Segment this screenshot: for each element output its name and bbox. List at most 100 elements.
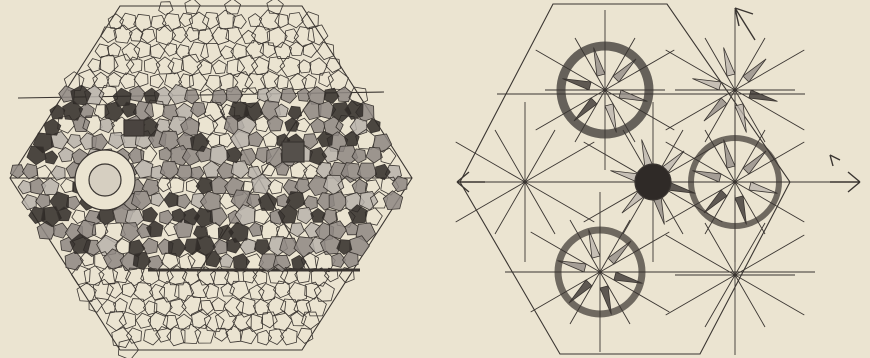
left-tile	[281, 88, 296, 103]
left-tile	[122, 283, 136, 298]
left-tile	[120, 13, 136, 30]
right-ray	[456, 142, 525, 182]
left-tile	[376, 164, 391, 179]
left-tile	[319, 72, 334, 87]
right-ray	[666, 275, 735, 315]
left-tile	[258, 193, 277, 211]
left-tile	[219, 254, 233, 268]
left-tile	[144, 57, 160, 73]
left-tile	[263, 132, 278, 147]
left-tile	[212, 90, 228, 106]
left-tile	[134, 72, 148, 87]
right-facet	[594, 48, 605, 77]
left-tile	[54, 223, 69, 238]
left-tile	[215, 328, 228, 341]
left-tile	[65, 252, 83, 271]
left-tile	[119, 312, 135, 329]
left-tile	[141, 29, 156, 43]
left-tile	[107, 283, 123, 299]
right-ray	[495, 130, 525, 182]
left-tile	[114, 25, 132, 43]
left-tile	[169, 239, 186, 257]
right-ray	[666, 90, 735, 130]
right-flourish-tr	[735, 8, 755, 40]
left-tile	[185, 90, 200, 104]
right-ray	[525, 142, 594, 182]
right-ray	[666, 235, 735, 275]
left-tile	[150, 74, 163, 88]
left-tile	[219, 133, 232, 147]
left-tile	[311, 118, 326, 132]
left-tile	[267, 27, 287, 47]
right-ray	[735, 275, 804, 315]
right-flourish-br	[830, 155, 840, 166]
left-tile	[288, 106, 302, 119]
right-facet	[735, 196, 746, 225]
left-tile	[176, 45, 190, 59]
left-tile	[275, 14, 289, 28]
right-ray	[525, 130, 555, 182]
left-tile	[143, 207, 158, 222]
left-tile	[112, 327, 132, 347]
left-tile	[367, 119, 381, 133]
right-ray	[735, 142, 804, 182]
right-facet	[724, 48, 735, 77]
left-tile	[177, 194, 191, 208]
left-tile	[121, 223, 141, 242]
left-tile	[305, 282, 321, 299]
left-tile	[365, 208, 382, 225]
left-tile	[127, 328, 142, 343]
left-rosette-inner	[89, 164, 121, 196]
right-ray	[735, 223, 765, 275]
right-ray	[735, 50, 804, 90]
left-tile	[194, 208, 213, 227]
right-ray	[495, 182, 525, 234]
left-tile	[101, 27, 117, 43]
right-ray	[456, 182, 525, 222]
left-tile	[212, 298, 226, 311]
left-tile	[160, 161, 179, 179]
left-tile	[176, 314, 192, 329]
left-tile	[311, 208, 326, 222]
left-tile	[266, 88, 282, 103]
left-tile	[37, 165, 51, 179]
left-tile	[18, 180, 31, 194]
left-tile	[36, 194, 50, 209]
left-tile	[156, 57, 174, 74]
left-tile	[67, 135, 81, 149]
left-tile	[383, 191, 402, 210]
left-tile	[233, 15, 246, 29]
left-tile	[191, 102, 206, 117]
left-tile	[212, 27, 229, 44]
left-tile	[159, 2, 173, 16]
left-tile	[142, 238, 158, 254]
left-hexagon-drawing	[0, 0, 435, 358]
left-tile	[88, 59, 101, 73]
right-ray	[525, 182, 594, 222]
left-dark-square-1	[124, 120, 144, 136]
left-tile	[150, 284, 165, 300]
left-tile	[212, 60, 226, 74]
right-ray	[735, 235, 804, 275]
right-facet	[693, 171, 722, 182]
left-tile	[107, 43, 121, 56]
right-facet	[735, 104, 746, 133]
left-tile	[179, 13, 192, 27]
left-tile	[324, 88, 339, 103]
left-tile	[267, 0, 283, 14]
left-tile	[240, 327, 257, 344]
left-dark-square-2	[282, 142, 304, 162]
left-tile	[248, 132, 263, 147]
left-tile	[227, 147, 242, 163]
right-ray	[705, 223, 735, 275]
right-facet	[749, 182, 778, 193]
left-tile	[93, 279, 113, 299]
left-tile	[216, 10, 235, 29]
left-tile	[303, 44, 317, 58]
right-facet	[563, 79, 592, 90]
left-tile	[190, 72, 208, 90]
right-flourish-left	[457, 172, 485, 192]
right-hexagon-figure	[435, 0, 870, 358]
left-hexagon-figure	[0, 0, 435, 358]
